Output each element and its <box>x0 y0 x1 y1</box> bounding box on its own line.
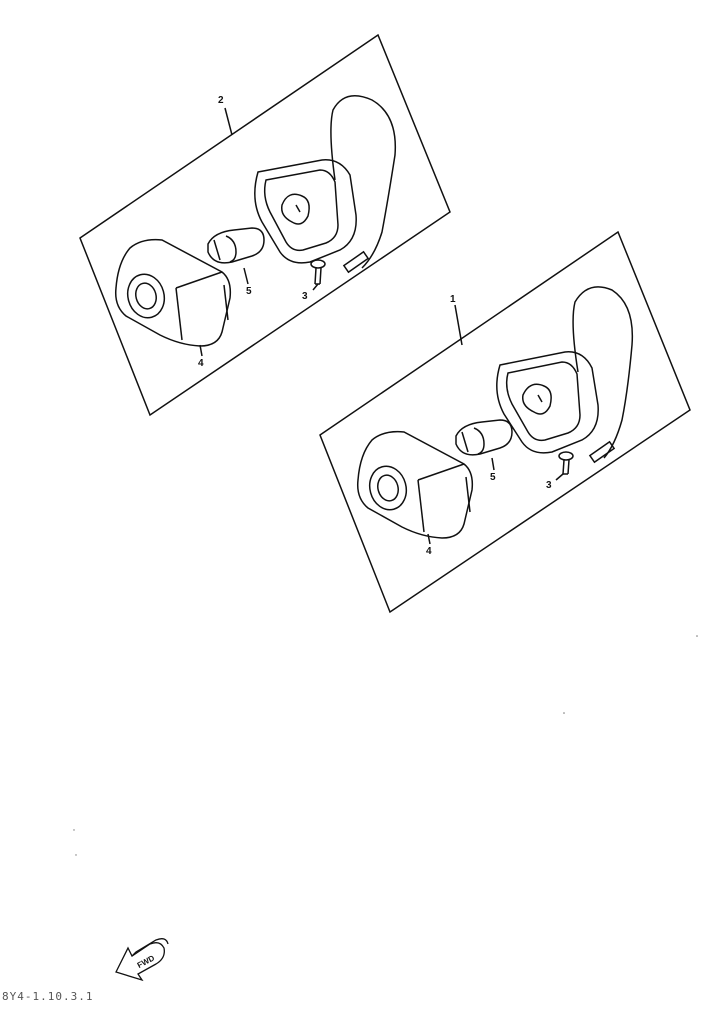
assembly-2-lens <box>114 238 232 347</box>
assembly-2-bulb-callout: 5 <box>246 286 252 297</box>
assembly-2-frame <box>79 33 451 417</box>
assembly-1-screw-callout: 3 <box>546 480 552 491</box>
assembly-2-wire <box>330 95 397 269</box>
assembly-2-connector <box>342 250 370 274</box>
assembly-2-housing <box>254 95 397 274</box>
assembly-1-connector <box>588 440 616 464</box>
assembly-1-frame <box>319 230 691 614</box>
assembly-2-lens-callout: 4 <box>198 358 204 369</box>
forward-arrow-icon <box>115 938 169 982</box>
assembly-2-bulb <box>207 227 265 264</box>
flasher-assembly-2 <box>79 33 451 417</box>
assembly-1-lens <box>356 430 474 539</box>
assembly-1-housing <box>496 286 634 464</box>
assembly-2-screw-callout: 3 <box>302 291 308 302</box>
assembly-1-callout: 1 <box>450 294 456 305</box>
assembly-1-lens-callout: 4 <box>426 546 432 557</box>
assembly-1-wire <box>572 286 634 459</box>
flasher-assembly-1 <box>319 230 691 614</box>
assembly-2-leader <box>224 107 233 136</box>
assembly-1-bulb <box>455 419 513 456</box>
assembly-1-leader <box>454 304 463 346</box>
scan-specks <box>73 635 698 856</box>
assembly-1-bulb-callout: 5 <box>490 472 496 483</box>
assembly-2-screw <box>310 259 326 285</box>
assembly-1-screw <box>558 451 574 475</box>
assembly-2-callout: 2 <box>218 95 224 106</box>
page-code: 8Y4-1.10.3.1 <box>2 990 93 1003</box>
